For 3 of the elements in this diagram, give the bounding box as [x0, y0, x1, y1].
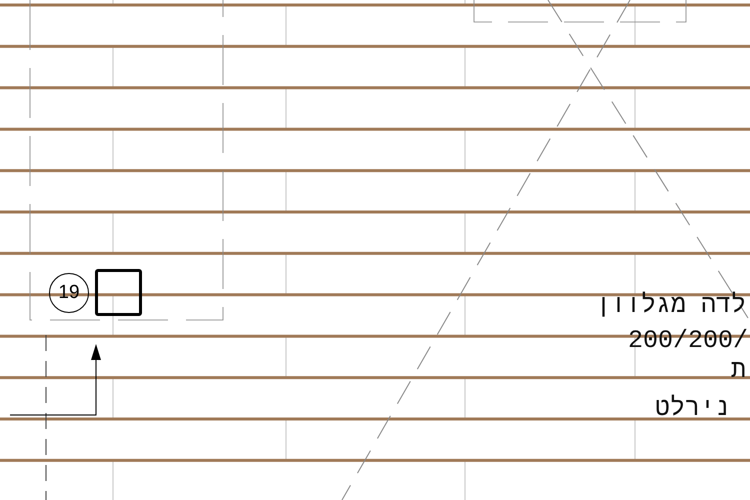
- note-text: נירלט: [654, 396, 730, 422]
- note-text: לדה מגלוון: [596, 293, 746, 319]
- square-symbol: [95, 269, 142, 316]
